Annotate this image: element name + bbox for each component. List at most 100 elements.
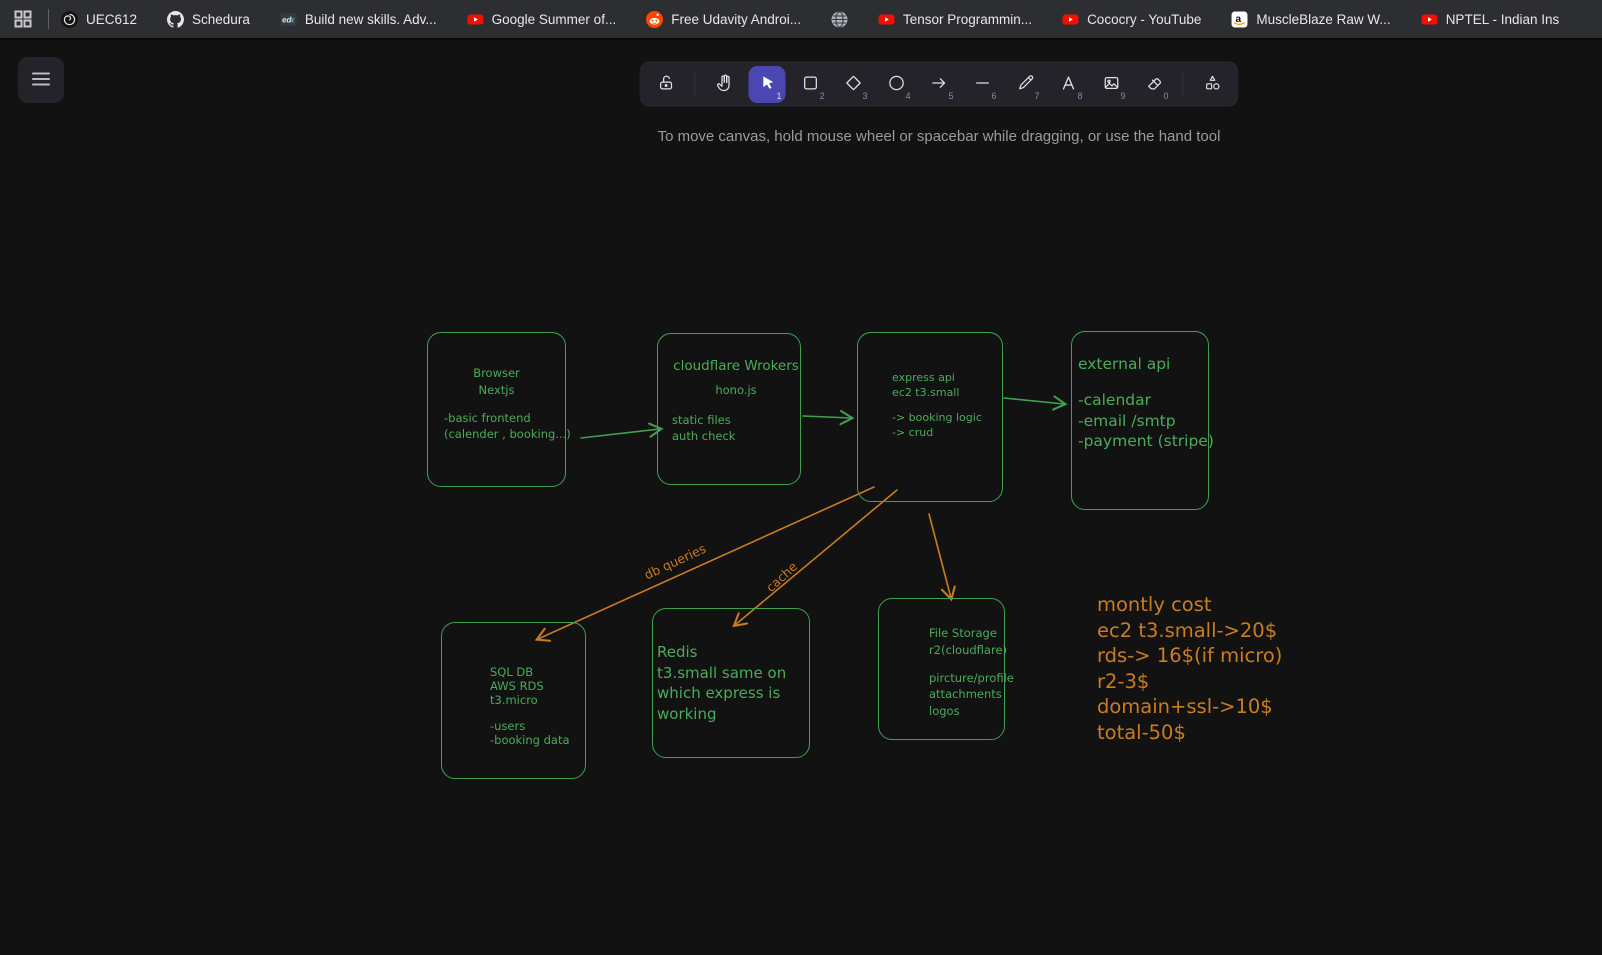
bookmark-label: Build new skills. Adv... [304,11,437,27]
cost-note[interactable]: montly cost ec2 t3.small->20$ rds-> 16$(… [1097,592,1282,745]
box-line: auth check [672,429,736,443]
bookmark-label: Cococry - YouTube [1087,11,1202,27]
youtube-icon [1062,11,1079,28]
diagram-arrows [534,395,1068,642]
box-line [1078,375,1208,391]
hamburger-menu-button[interactable] [18,57,64,103]
excalidraw-canvas[interactable]: 1 2 3 4 5 [0,40,1602,955]
box-line: which express is [657,684,781,702]
diamond-icon [843,73,863,96]
box-line: -payment (stripe) [1078,432,1214,450]
svg-text:a: a [1236,14,1242,25]
tool-shortcut: 2 [819,90,825,101]
text-icon [1058,73,1078,96]
tool-shortcut: 6 [991,90,997,101]
diagram-box-file-storage[interactable]: File Storage r2(cloudflare) pircture/pro… [878,598,1014,740]
box-line: -email /smtp [1078,411,1176,430]
arrow-express-to-sqldb[interactable] [534,486,875,642]
globe-icon [831,10,848,28]
text-tool-button[interactable]: 8 [1050,66,1087,103]
hand-icon [714,73,734,96]
tool-shortcut: 9 [1120,90,1126,101]
box-line: pircture/profile [929,670,1014,685]
diagram-box-redis[interactable]: Redis t3.small same on which express is … [652,608,810,758]
draw-tool-button[interactable]: 7 [1007,66,1044,103]
bookmark-tensor[interactable]: Tensor Programmin... [878,11,1032,28]
box-line: working [657,704,717,723]
box-line: hono.js [715,383,757,397]
canvas-hint: To move canvas, hold mouse wheel or spac… [657,128,1221,145]
unlock-icon [656,73,676,96]
bookmark-label: Schedura [192,11,250,27]
bookmarks-bar: UEC612 Schedura ed x Build new skills. A… [0,0,1602,40]
diagram-box-express-api[interactable]: express api ec2 t3.small -> booking logi… [857,332,1003,502]
arrow-tool-button[interactable]: 5 [921,66,958,103]
bookmark-nptel[interactable]: NPTEL - Indian Ins [1421,11,1560,28]
diamond-tool-button[interactable]: 3 [835,66,872,103]
tool-shortcut: 8 [1077,90,1083,101]
bookmark-label: Tensor Programmin... [903,11,1033,27]
diagram-box-cloudflare-workers[interactable]: cloudflare Wrokers hono.js static files … [657,333,801,485]
apps-grid-icon[interactable] [6,2,40,36]
hand-tool-button[interactable] [706,66,743,103]
shapes-icon [1202,73,1222,96]
box-line: -> crud [892,425,934,439]
box-line: Redis [657,643,698,661]
bookmark-udavity[interactable]: Free Udavity Androi... [646,10,802,28]
selection-tool-button[interactable]: 1 [748,65,786,103]
toolbar-separator [1182,71,1184,97]
arrow-browser-to-cloudflare[interactable] [580,422,664,439]
arrow-express-to-redis[interactable] [732,489,898,628]
diagram-box-sql-db[interactable]: SQL DB AWS RDS t3.micro -users -booking … [441,622,586,779]
note-line: r2-3$ [1097,669,1150,693]
image-tool-button[interactable]: 9 [1093,66,1130,103]
edx-icon: ed x [280,11,297,28]
reddit-icon [646,10,664,28]
box-line: external api [1078,355,1171,373]
diagram-box-external-api[interactable]: external api -calendar -email /smtp -pay… [1071,331,1214,510]
bookmark-label: Free Udavity Androi... [671,11,802,27]
box-line: (calender , booking...) [444,427,571,441]
youtube-icon [878,11,895,28]
box-line: -basic frontend [444,410,531,425]
rectangle-tool-button[interactable]: 2 [792,66,829,103]
bookmark-schedura[interactable]: Schedura [167,10,250,28]
line-icon [972,73,992,96]
bookmark-label: MuscleBlaze Raw W... [1256,11,1391,27]
bookmark-globe[interactable] [831,10,848,28]
eraser-tool-button[interactable]: 0 [1136,66,1173,103]
arrow-icon [929,73,949,96]
image-icon [1101,73,1121,96]
box-line: cloudflare Wrokers [673,358,799,374]
box-line: t3.micro [490,693,538,707]
box-line: ec2 t3.small [892,385,960,399]
arrow-express-to-storage[interactable] [928,513,956,602]
box-line: SQL DB [490,665,534,679]
box-line: logos [929,703,960,718]
line-tool-button[interactable]: 6 [964,66,1001,103]
shapes-tool-button[interactable] [1194,66,1231,103]
lock-tool-button[interactable] [648,66,685,103]
bookmarks-separator [48,9,49,29]
bookmark-cococry[interactable]: Cococry - YouTube [1062,11,1201,28]
bookmark-google-summer[interactable]: Google Summer of... [467,11,616,28]
note-line: montly cost [1097,593,1212,616]
ellipse-icon [886,73,906,96]
ellipse-tool-button[interactable]: 4 [878,66,915,103]
tool-shortcut: 0 [1163,90,1169,101]
bookmark-uec612[interactable]: UEC612 [61,10,137,28]
pencil-icon [1015,73,1035,96]
arrow-cloudflare-to-express[interactable] [802,409,855,426]
tool-shortcut: 5 [948,90,954,101]
box-line: -> booking logic [892,411,982,424]
diagram-box-browser[interactable]: Browser Nextjs -basic frontend (calender… [427,332,571,487]
arrow-express-to-external[interactable] [1003,395,1068,411]
bookmark-edx[interactable]: ed x Build new skills. Adv... [280,11,437,28]
bookmark-muscleblaze[interactable]: a MuscleBlaze Raw W... [1231,11,1391,28]
tool-shortcut: 4 [905,90,911,101]
box-line: Browser [473,366,520,380]
box-line: attachments [929,687,1002,701]
cursor-icon [757,73,777,96]
bookmark-label: NPTEL - Indian Ins [1445,11,1560,27]
box-line: t3.small same on [657,663,787,682]
